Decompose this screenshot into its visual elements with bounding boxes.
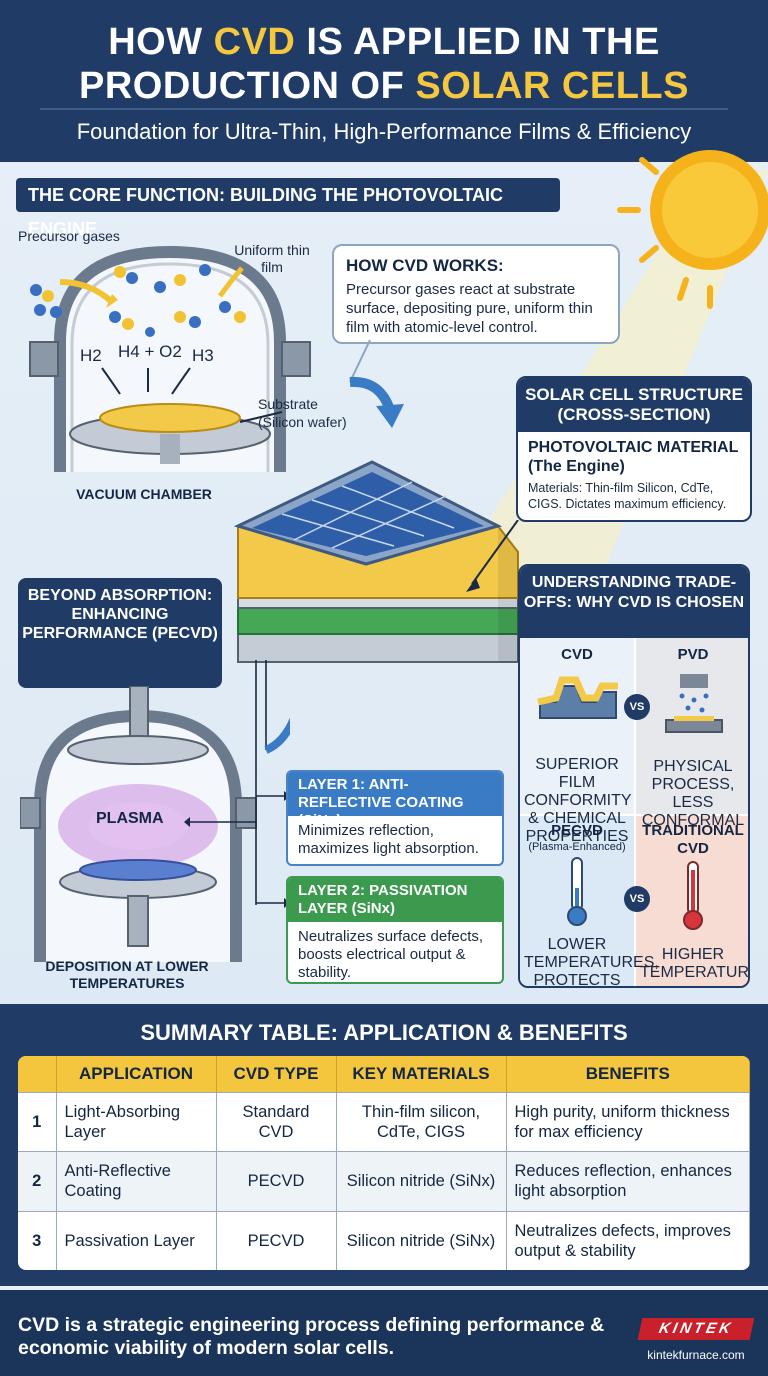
page-title: HOW CVD IS APPLIED IN THE PRODUCTION OF … [79,21,689,107]
how-cvd-title: HOW CVD WORKS: [346,256,504,275]
table-cell: Anti-Reflective Coating [56,1151,217,1212]
vs-badge-bottom: VS [624,886,650,912]
substrate-sublabel: (Silicon wafer) [258,414,347,430]
substrate-label: Substrate [258,396,318,412]
arrow-icon [349,340,404,428]
layer2-text: Neutralizes surface defects, boosts elec… [298,928,484,981]
thermometer-high-icon [683,861,703,930]
thermometer-low-icon [567,857,587,926]
table-cell: Thin-film silicon, CdTe, CIGS [336,1091,507,1152]
pvd-title: PVD [677,646,709,663]
pvd-description: PHYSICAL PROCESS, LESS CONFORMAL [641,758,745,829]
column-header: APPLICATION [56,1056,217,1092]
table-header-row: APPLICATION CVD TYPE KEY MATERIALS BENEF… [18,1056,750,1092]
header-banner [0,0,768,162]
kintek-logo[interactable]: KINTEK [637,1318,755,1340]
table-cell: Silicon nitride (SiNx) [336,1151,507,1212]
cvd-cell: CVD [520,646,634,664]
layer1-text: Minimizes reflection, maximizes light ab… [298,822,479,857]
column-header: BENEFITS [506,1056,750,1092]
layer1-heading: LAYER 1: ANTI-REFLECTIVE COATING (SiNx) [288,772,502,829]
pecvd-description: LOWER TEMPERATURES, PROTECTS SENSITIVE L… [524,936,659,988]
table-cell: Reduces reflection, enhances light absor… [506,1151,750,1212]
passivation-layer [237,605,519,635]
photovoltaic-material-heading: PHOTOVOLTAIC MATERIAL (The Engine) [528,439,739,475]
table-cell: PECVD [216,1151,337,1212]
column-header: CVD TYPE [216,1056,337,1092]
tradeoffs-panel: UNDERSTANDING TRADE-OFFS: WHY CVD IS CHO… [518,564,750,988]
column-header: KEY MATERIALS [336,1056,507,1092]
conformal-film-icon [537,676,618,719]
traditional-cvd-title: TRADITIONAL CVD [642,822,744,857]
table-cell: High purity, uniform thickness for max e… [506,1091,750,1152]
tradeoffs-heading: UNDERSTANDING TRADE-OFFS: WHY CVD IS CHO… [520,566,748,638]
cvd-cell-bg [520,638,634,814]
table-cell: PECVD [216,1210,337,1270]
how-cvd-works-callout: HOW CVD WORKS: Precursor gases react at … [332,244,620,344]
precursor-gases-label: Precursor gases [18,228,120,244]
plasma-chamber-illustration [20,686,257,962]
beyond-absorption-box: BEYOND ABSORPTION: ENHANCING PERFORMANCE… [18,578,222,688]
summary-table: APPLICATION CVD TYPE KEY MATERIALS BENEF… [18,1056,750,1270]
photovoltaic-material-text: Materials: Thin-film Silicon, CdTe, CIGS… [528,481,727,511]
pointer-line [466,520,519,592]
traditional-cvd-cell: TRADITIONAL CVD [636,822,748,858]
vacuum-chamber-illustration [29,245,311,472]
plasma-label: PLASMA [96,810,164,827]
cvd-description: SUPERIOR FILM CONFORMITY & CHEMICAL PROP… [524,756,632,845]
layer-connectors [184,660,290,908]
table-cell: 1 [18,1091,57,1152]
table-row: 3 Passivation Layer PECVD Silicon nitrid… [18,1210,750,1270]
summary-title: SUMMARY TABLE: APPLICATION & BENEFITS [140,1020,628,1045]
physical-deposition-icon [665,674,723,733]
sun-icon [617,150,768,309]
vacuum-chamber-caption: VACUUM CHAMBER [76,486,212,502]
lower-temperatures-caption: DEPOSITION AT LOWER TEMPERATURES [45,958,209,991]
table-cell: Silicon nitride (SiNx) [336,1210,507,1270]
pecvd-subtitle: (Plasma-Enhanced) [528,841,626,853]
table-row: 2 Anti-Reflective Coating PECVD Silicon … [18,1151,750,1212]
table-cell: Passivation Layer [56,1210,217,1270]
page-subtitle: Foundation for Ultra-Thin, High-Performa… [76,119,692,144]
uniform-film-label: Uniform thin film [234,242,310,275]
website-link[interactable]: kintekfurnace.com [647,1348,745,1362]
table-cell: Standard CVD [216,1091,337,1152]
traditional-cvd-description: HIGHER TEMPERATURES [640,946,750,981]
table-cell: Light-Absorbing Layer [56,1091,217,1152]
table-cell: 2 [18,1151,57,1212]
table-row: 1 Light-Absorbing Layer Standard CVD Thi… [18,1091,750,1152]
formula-h2: H2 [80,346,102,365]
formula-h4-o2: H4 + O2 [118,342,182,361]
footer-statement: CVD is a strategic engineering process d… [18,1314,605,1359]
core-function-bar: THE CORE FUNCTION: BUILDING THE PHOTOVOL… [16,178,560,239]
column-header [18,1056,57,1092]
formula-h3: H3 [192,346,214,365]
layer1-anti-reflective: LAYER 1: ANTI-REFLECTIVE COATING (SiNx) … [286,770,504,866]
solar-cell-structure-callout: SOLAR CELL STRUCTURE (CROSS-SECTION) PHO… [516,376,752,522]
solar-cell-stack [233,460,519,663]
structure-heading: SOLAR CELL STRUCTURE (CROSS-SECTION) [518,378,750,432]
header-divider [40,108,728,110]
cvd-title: CVD [561,646,593,663]
table-cell: Neutralizes defects, improves output & s… [506,1210,750,1270]
pvd-cell: PVD [636,646,748,664]
table-cell: 3 [18,1210,57,1270]
pecvd-title: PECVD [551,822,603,839]
pecvd-cell: PECVD (Plasma-Enhanced) [520,822,634,854]
vs-badge-top: VS [624,694,650,720]
layer2-passivation: LAYER 2: PASSIVATION LAYER (SiNx) Neutra… [286,876,504,984]
how-cvd-text: Precursor gases react at substrate surfa… [346,281,593,336]
gas-particles [109,264,246,337]
layer2-heading: LAYER 2: PASSIVATION LAYER (SiNx) [288,878,502,922]
